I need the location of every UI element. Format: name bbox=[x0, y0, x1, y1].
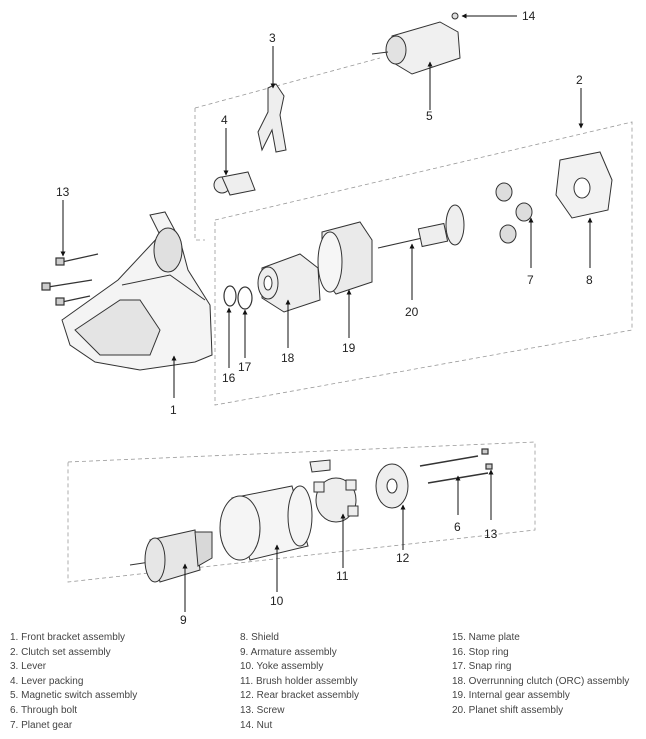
legend-item: 3. Lever bbox=[10, 661, 47, 673]
legend-item: 20. Planet shift assembly bbox=[452, 704, 564, 716]
shield bbox=[555, 151, 613, 219]
planet-gears bbox=[495, 182, 533, 244]
brush-holder-assembly bbox=[309, 459, 359, 523]
callout-7: 7 bbox=[527, 273, 534, 287]
legend-item: 15. Name plate bbox=[452, 632, 520, 643]
legend-item: 4. Lever packing bbox=[10, 675, 84, 687]
overrunning-clutch-assembly bbox=[257, 253, 321, 313]
callout-19: 19 bbox=[342, 341, 356, 355]
exploded-parts-diagram: 1 2 3 4 5 6 7 8 9 10 11 12 13 13 14 16 1… bbox=[41, 9, 633, 627]
callout-14: 14 bbox=[522, 9, 536, 23]
callout-12: 12 bbox=[396, 551, 410, 565]
assembly-outlines bbox=[67, 57, 633, 583]
callout-16: 16 bbox=[222, 371, 236, 385]
parts-legend: 1. Front bracket assembly 2. Clutch set … bbox=[0, 631, 646, 735]
screws-front bbox=[41, 253, 99, 306]
legend-item: 13. Screw bbox=[240, 704, 285, 716]
lever-packing bbox=[213, 171, 256, 196]
legend-item: 9. Armature assembly bbox=[240, 646, 337, 658]
legend-item: 10. Yoke assembly bbox=[240, 661, 324, 673]
through-bolts bbox=[419, 455, 489, 484]
callout-2: 2 bbox=[576, 73, 583, 87]
legend-item: 18. Overrunning clutch (ORC) assembly bbox=[452, 675, 630, 687]
rear-bracket-assembly bbox=[375, 463, 409, 509]
callout-20: 20 bbox=[405, 305, 419, 319]
callout-9: 9 bbox=[180, 613, 187, 627]
screws-rear bbox=[481, 448, 493, 470]
armature-assembly bbox=[129, 529, 213, 583]
legend-item: 6. Through bolt bbox=[10, 704, 78, 716]
callout-6: 6 bbox=[454, 520, 461, 534]
legend-item: 2. Clutch set assembly bbox=[10, 646, 111, 658]
legend-item: 17. Snap ring bbox=[452, 661, 512, 673]
callout-3: 3 bbox=[269, 31, 276, 45]
callout-18: 18 bbox=[281, 351, 295, 365]
callout-13b: 13 bbox=[484, 527, 498, 541]
callout-17: 17 bbox=[238, 360, 252, 374]
yoke-assembly bbox=[219, 485, 313, 561]
stop-and-snap-rings bbox=[223, 285, 253, 310]
callout-8: 8 bbox=[586, 273, 593, 287]
leader-lines bbox=[60, 13, 593, 612]
legend-item: 11. Brush holder assembly bbox=[240, 675, 358, 687]
legend-column-2: 8. Shield 9. Armature assembly 10. Yoke … bbox=[240, 631, 359, 733]
callout-4: 4 bbox=[221, 113, 228, 127]
legend-item: 19. Internal gear assembly bbox=[452, 690, 570, 702]
front-bracket-assembly bbox=[61, 211, 213, 371]
internal-gear-assembly bbox=[317, 221, 373, 295]
legend-item: 5. Magnetic switch assembly bbox=[10, 690, 138, 702]
callout-5: 5 bbox=[426, 109, 433, 123]
legend-item: 8. Shield bbox=[240, 632, 279, 643]
legend-item: 16. Stop ring bbox=[452, 646, 509, 658]
legend-item: 7. Planet gear bbox=[10, 719, 73, 731]
planet-shift-assembly bbox=[377, 204, 465, 249]
magnetic-switch-assembly bbox=[371, 12, 461, 75]
callout-11: 11 bbox=[336, 569, 349, 583]
legend-item: 1. Front bracket assembly bbox=[10, 632, 126, 643]
legend-column-1: 1. Front bracket assembly 2. Clutch set … bbox=[10, 631, 137, 733]
callout-10: 10 bbox=[270, 594, 284, 608]
callout-13a: 13 bbox=[56, 185, 70, 199]
legend-item: 12. Rear bracket assembly bbox=[240, 690, 359, 702]
legend-column-3: 15. Name plate 16. Stop ring 17. Snap ri… bbox=[452, 631, 629, 719]
callouts: 1 2 3 4 5 6 7 8 9 10 11 12 13 13 14 16 1… bbox=[56, 9, 593, 627]
callout-1: 1 bbox=[170, 403, 177, 417]
legend-item: 14. Nut bbox=[240, 719, 273, 731]
lever bbox=[257, 83, 287, 153]
